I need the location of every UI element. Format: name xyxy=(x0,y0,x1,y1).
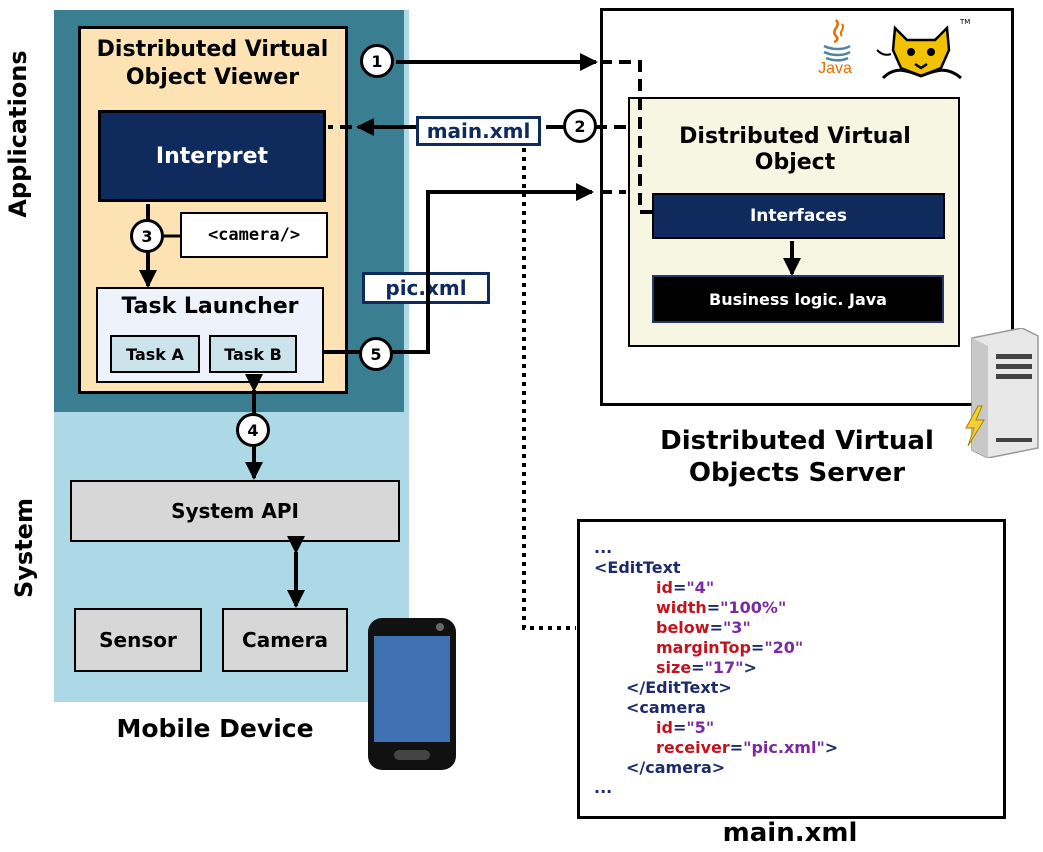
server-tower-icon xyxy=(965,328,1039,458)
code-line: ... xyxy=(594,538,612,558)
business-logic-box: Business logic. Java xyxy=(652,275,944,323)
code-token: = xyxy=(750,638,765,657)
arrow-5 xyxy=(324,183,594,354)
dashed-link-1 xyxy=(600,60,652,214)
trademark-mark: TM xyxy=(960,18,971,26)
code-token: ... xyxy=(594,778,613,797)
code-token: = xyxy=(729,738,744,757)
interpret-box: Interpret xyxy=(98,110,326,202)
step-5-circle: 5 xyxy=(359,337,393,371)
step-2-circle: 2 xyxy=(563,109,597,143)
main-xml-code-panel: ... <EditText id="4" width="100%" below=… xyxy=(577,519,1006,819)
java-logo-text: Java xyxy=(818,60,852,77)
code-token: size xyxy=(656,658,692,677)
code-line: width="100%" xyxy=(656,598,786,618)
code-token: "4" xyxy=(686,578,715,597)
code-line: ... xyxy=(594,778,612,798)
code-line: </EditText> xyxy=(626,678,732,698)
code-token: "5" xyxy=(686,718,715,737)
step-4-circle: 4 xyxy=(236,413,270,447)
code-line: below="3" xyxy=(656,618,751,638)
code-token: id xyxy=(656,578,673,597)
code-token: > xyxy=(824,738,839,757)
code-token: width xyxy=(656,598,707,617)
code-token: receiver xyxy=(656,738,730,757)
code-line: marginTop="20" xyxy=(656,638,803,658)
system-api-box: System API xyxy=(70,480,400,542)
code-token: "20" xyxy=(764,638,804,657)
java-logo-icon xyxy=(823,19,851,62)
code-panel-label: main.xml xyxy=(722,818,858,848)
code-token: "17" xyxy=(704,658,744,677)
smartphone-icon xyxy=(368,618,456,770)
code-line: <camera xyxy=(626,698,706,718)
code-token: marginTop xyxy=(656,638,751,657)
tomcat-logo-icon xyxy=(876,25,962,80)
code-token: </camera> xyxy=(626,758,726,777)
code-token: = xyxy=(706,598,721,617)
code-token: ... xyxy=(594,538,613,557)
code-line: id="4" xyxy=(656,578,714,598)
mobile-device-label: Mobile Device xyxy=(116,714,314,743)
code-token: </EditText> xyxy=(626,678,732,697)
main-xml-tag: main.xml xyxy=(416,116,541,146)
server-label: Distributed Virtual Objects Server xyxy=(660,426,934,488)
camera-box: Camera xyxy=(222,608,348,672)
code-token: = xyxy=(672,578,687,597)
dotted-link-code xyxy=(522,148,576,630)
code-token: id xyxy=(656,718,673,737)
camera-tag-box: <camera/> xyxy=(180,212,328,258)
code-token: "100%" xyxy=(720,598,787,617)
code-token: <EditText xyxy=(594,558,681,577)
code-line: <EditText xyxy=(594,558,681,578)
task-launcher-title: Task Launcher xyxy=(121,294,299,319)
dvo-title: Distributed Virtual Object xyxy=(679,124,911,175)
code-token: = xyxy=(691,658,705,677)
interfaces-box: Interfaces xyxy=(652,193,945,239)
code-token: <camera xyxy=(626,698,706,717)
code-line: receiver="pic.xml"> xyxy=(656,738,838,758)
code-token: > xyxy=(743,658,757,677)
step-1-circle: 1 xyxy=(360,44,394,78)
code-line: size="17"> xyxy=(656,658,757,678)
code-token: = xyxy=(672,718,687,737)
code-line: </camera> xyxy=(626,758,725,778)
code-token: "3" xyxy=(722,618,751,637)
code-token: below xyxy=(656,618,710,637)
sensor-box: Sensor xyxy=(74,608,202,672)
task-a-box: Task A xyxy=(110,335,200,373)
code-token: = xyxy=(709,618,723,637)
task-b-box: Task B xyxy=(209,335,297,373)
step-3-circle: 3 xyxy=(130,219,164,253)
code-token: "pic.xml" xyxy=(743,738,825,757)
code-line: id="5" xyxy=(656,718,714,738)
viewer-title: Distributed Virtual Object Viewer xyxy=(96,37,329,90)
